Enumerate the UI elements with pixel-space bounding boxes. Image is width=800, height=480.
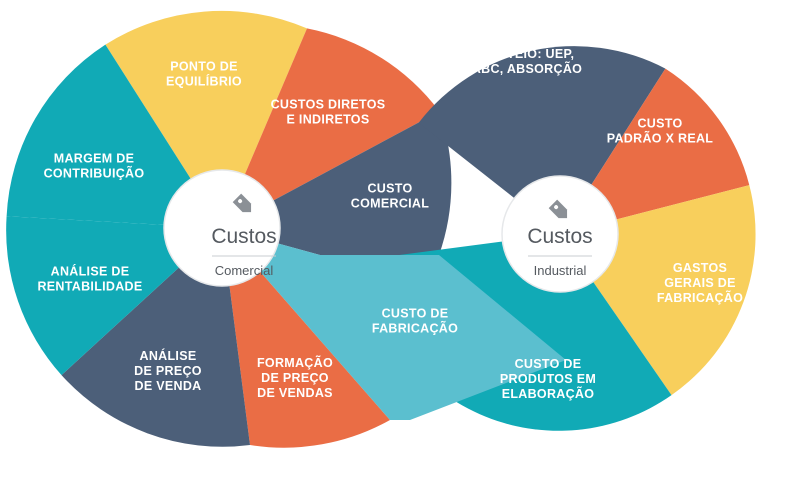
- price-tag-icon: [232, 193, 252, 213]
- right-hub-circle: [501, 175, 619, 293]
- segment-label-line: CUSTO: [367, 182, 412, 196]
- segment-label-line: MARGEM DE: [54, 152, 134, 166]
- left-hub-circle: [163, 169, 281, 287]
- segment-label-line: DE VENDAS: [257, 386, 333, 400]
- segment-label-line: CUSTEIO: UEP,: [480, 47, 575, 61]
- segment-custos-diretos: [222, 28, 440, 229]
- segment-tipos-custeio: [418, 46, 666, 234]
- segment-margem-contribuicao: [6, 44, 222, 228]
- segment-label-line: FORMAÇÃO: [257, 355, 333, 370]
- segment-label-line: FABRICAÇÃO: [372, 321, 458, 336]
- segment-label-line: DE PREÇO: [134, 364, 202, 378]
- right-hub-title: Custos: [527, 225, 592, 248]
- price-tag-icon: [548, 199, 568, 219]
- segment-label-line: E INDIRETOS: [287, 113, 370, 127]
- segment-label-line: CUSTO DE: [382, 307, 449, 321]
- segment-analise-rentabilidade: [6, 216, 223, 376]
- segment-label-line: PRODUTOS EM: [500, 372, 596, 386]
- segment-label-line: DE PREÇO: [261, 371, 329, 385]
- segment-label-line: GASTOS: [673, 261, 727, 275]
- segment-custo-padrao: [560, 68, 750, 234]
- segment-label-line: CUSTOS DIRETOS: [271, 98, 386, 112]
- segment-ponto-de-equilibrio: [105, 10, 308, 228]
- right-hub: Custos Industrial: [501, 175, 619, 293]
- segment-label-line: GERAIS DE: [664, 276, 735, 290]
- right-hub-subtitle: Industrial: [534, 263, 587, 278]
- segment-label-line: COMERCIAL: [351, 197, 429, 211]
- segment-label-line: CUSTO DE: [515, 357, 582, 371]
- segment-label-line: PONTO DE: [170, 60, 237, 74]
- segment-label-line: DE VENDA: [135, 379, 202, 393]
- segment-label-line: PADRÃO X REAL: [607, 131, 714, 146]
- left-hub: Custos Comercial: [163, 169, 281, 287]
- segment-label-line: ANÁLISE DE: [51, 264, 130, 279]
- segment-custo-fabricacao: [222, 228, 566, 420]
- segment-label-line: CONTRIBUIÇÃO: [44, 166, 145, 181]
- segment-label-line: CUSTO: [637, 117, 682, 131]
- segment-formacao-preco: [222, 228, 390, 448]
- segment-label-line: ABC, ABSORÇÃO: [472, 61, 582, 76]
- segment-label-line: ANÁLISE: [140, 348, 197, 363]
- segment-label-line: TIPOS DE: [497, 32, 558, 46]
- segment-label-line: FABRICAÇÃO: [657, 290, 743, 305]
- segment-label-line: ELABORAÇÃO: [502, 386, 595, 401]
- left-hub-title: Custos: [211, 225, 276, 248]
- left-hub-subtitle: Comercial: [215, 263, 274, 278]
- segment-label-line: RENTABILIDADE: [37, 280, 142, 294]
- segment-label-line: EQUILÍBRIO: [166, 74, 242, 89]
